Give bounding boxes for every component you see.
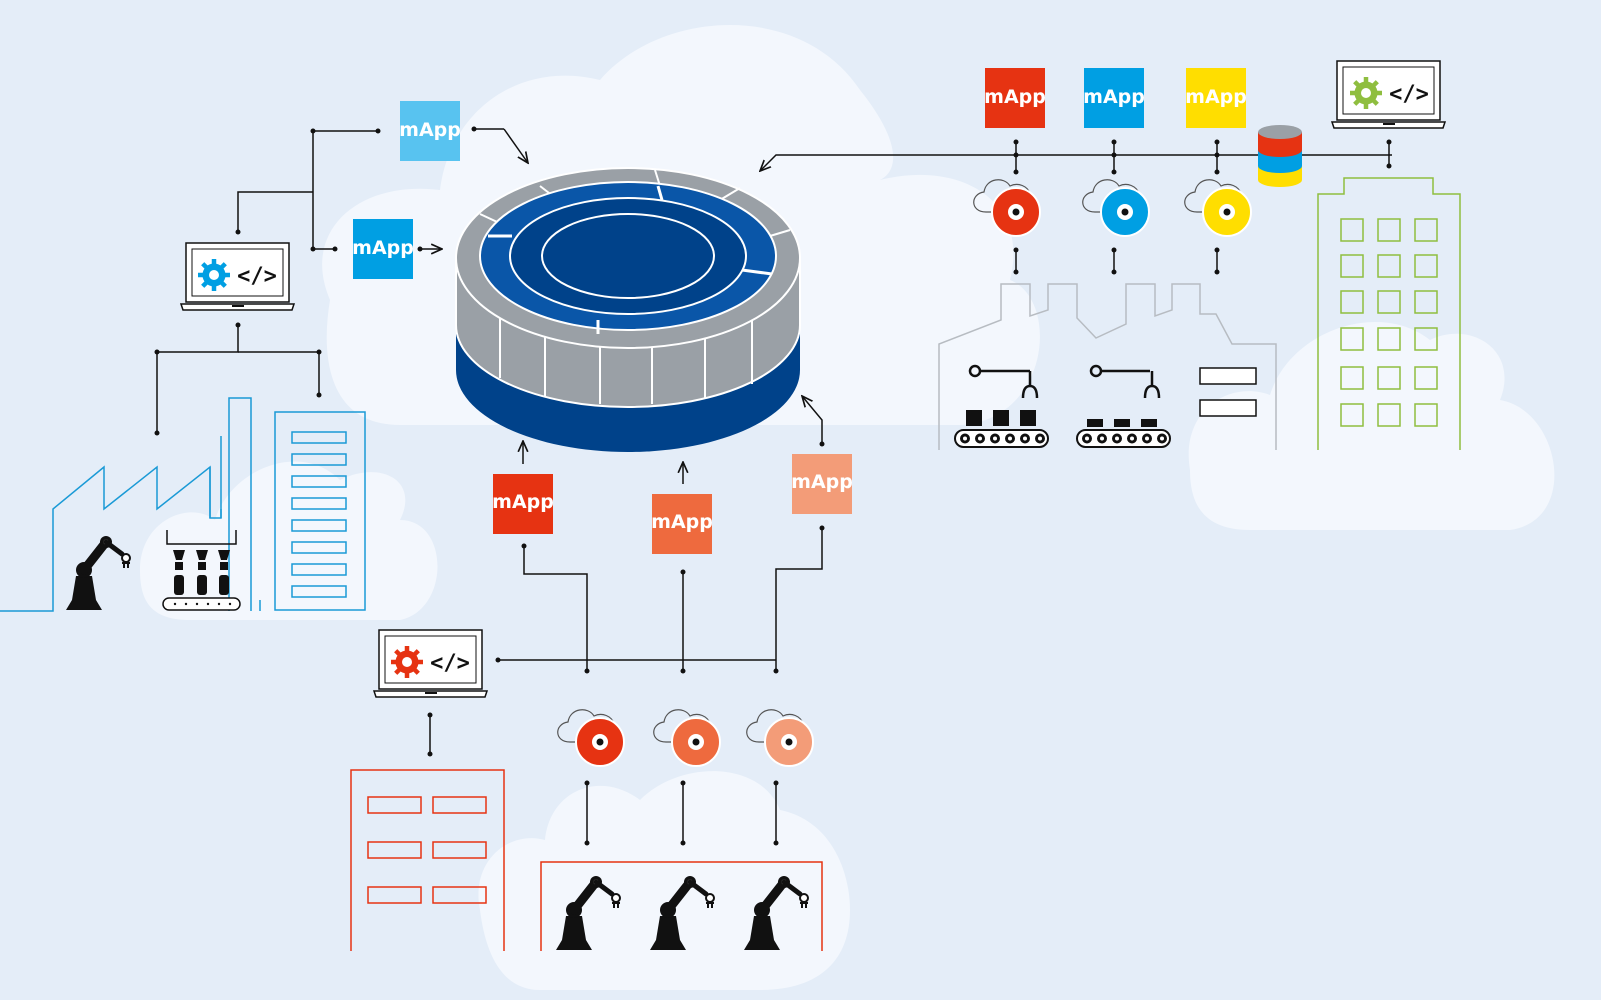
left-group: mApp mApp </> xyxy=(0,101,528,611)
conveyor-icon xyxy=(954,364,1257,448)
svg-text:mApp: mApp xyxy=(1185,86,1247,108)
building-icon xyxy=(1317,177,1461,450)
gear-icon xyxy=(391,646,423,678)
platform-icon xyxy=(455,167,801,452)
left-connection-lines xyxy=(156,128,528,433)
svg-text:mApp: mApp xyxy=(791,471,853,493)
right-group: mApp mApp mApp </> xyxy=(760,60,1461,450)
factory-icon xyxy=(938,283,1277,450)
mapp-box[interactable]: mApp xyxy=(791,454,853,514)
svg-text:mApp: mApp xyxy=(399,119,461,141)
mapp-box[interactable]: mApp xyxy=(399,101,461,161)
svg-text:mApp: mApp xyxy=(651,511,713,533)
cloud-service-icon xyxy=(653,709,721,767)
mapp-box[interactable]: mApp xyxy=(984,68,1046,128)
laptop-icon[interactable]: </> xyxy=(179,242,296,311)
factory-icon xyxy=(0,397,366,612)
laptop-icon[interactable]: </> xyxy=(372,629,489,698)
cloud-service-icon xyxy=(1082,179,1150,237)
mapp-box[interactable]: mApp xyxy=(651,494,713,554)
mapp-box[interactable]: mApp xyxy=(1185,68,1247,128)
gear-icon xyxy=(198,259,230,291)
building-icon xyxy=(350,769,505,951)
gear-icon xyxy=(1350,77,1382,109)
database-icon xyxy=(1258,125,1302,187)
svg-text:</>: </> xyxy=(430,651,470,676)
mapp-box[interactable]: mApp xyxy=(492,474,554,534)
cloud-service-icon xyxy=(973,179,1041,237)
svg-text:</>: </> xyxy=(237,264,277,289)
laptop-icon[interactable]: </> xyxy=(1330,60,1447,129)
svg-text:mApp: mApp xyxy=(984,86,1046,108)
svg-text:</>: </> xyxy=(1389,82,1429,107)
cloud-service-icon xyxy=(746,709,814,767)
cloud-service-icon xyxy=(1184,179,1252,237)
svg-text:mApp: mApp xyxy=(352,237,414,259)
bottom-connection-lines xyxy=(429,396,823,843)
svg-text:mApp: mApp xyxy=(492,491,554,513)
conveyor-icon xyxy=(162,530,241,611)
cloud-service-icon xyxy=(557,709,625,767)
mapp-box[interactable]: mApp xyxy=(1083,68,1145,128)
factory-icon xyxy=(540,861,823,951)
svg-text:mApp: mApp xyxy=(1083,86,1145,108)
bottom-group: mApp mApp mApp </> xyxy=(350,396,853,951)
mapp-box[interactable]: mApp xyxy=(352,219,414,279)
robot-arm-icon xyxy=(66,536,130,610)
